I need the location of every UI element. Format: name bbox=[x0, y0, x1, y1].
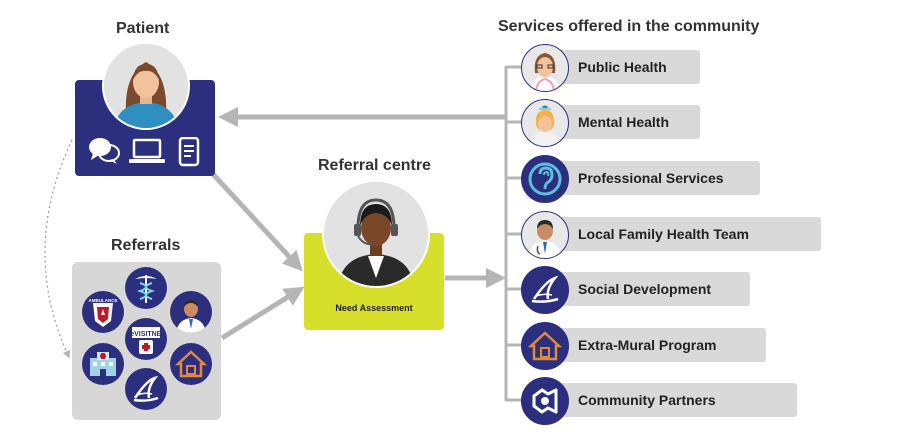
hospital-icon bbox=[82, 343, 124, 385]
service-label-local-family-health-team: Local Family Health Team bbox=[578, 226, 749, 242]
referral-agent-avatar bbox=[322, 180, 430, 288]
service-label-mental-health: Mental Health bbox=[578, 114, 670, 130]
mobile-icon bbox=[178, 136, 200, 172]
arrow-referrals-to-referral bbox=[220, 286, 305, 341]
service-pill-local-family-health-team bbox=[548, 217, 821, 251]
service-label-community-partners: Community Partners bbox=[578, 392, 716, 408]
laptop-icon bbox=[128, 138, 166, 171]
doctor-referral-icon bbox=[170, 291, 212, 333]
services-title: Services offered in the community bbox=[498, 18, 760, 35]
evisit-label: eVISITNB bbox=[130, 331, 162, 338]
ambulance-label: AMBULANCE bbox=[89, 298, 118, 303]
referrals-title: Referrals bbox=[111, 237, 181, 254]
service-label-public-health: Public Health bbox=[578, 59, 667, 75]
ambulance-icon: AMBULANCE bbox=[82, 291, 124, 333]
service-pill-extra-mural-program bbox=[548, 328, 766, 362]
service-pill-professional-services bbox=[548, 161, 760, 195]
patient-avatar bbox=[102, 42, 190, 130]
services-ticks bbox=[506, 65, 522, 402]
chat-icon bbox=[88, 136, 120, 171]
service-pill-mental-health bbox=[548, 105, 700, 139]
service-label-professional-services: Professional Services bbox=[578, 170, 724, 186]
house-referral-icon bbox=[170, 343, 212, 385]
home-icon bbox=[521, 322, 569, 370]
doctor-icon bbox=[521, 211, 569, 259]
referral-centre-title: Referral centre bbox=[318, 157, 431, 174]
wave-referral-icon bbox=[125, 368, 167, 410]
nurse-icon bbox=[521, 44, 569, 92]
hand-wave-icon bbox=[521, 266, 569, 314]
evisit-icon: eVISITNB bbox=[125, 318, 167, 360]
need-assessment-label: Need Assessment bbox=[335, 303, 413, 313]
caduceus-icon bbox=[125, 267, 167, 309]
service-pill-social-development bbox=[548, 272, 750, 306]
ear-icon bbox=[521, 155, 569, 203]
dotted-patient-to-referrals bbox=[44, 139, 73, 359]
service-label-extra-mural-program: Extra-Mural Program bbox=[578, 337, 717, 353]
mental-health-icon bbox=[521, 99, 569, 147]
service-label-social-development: Social Development bbox=[578, 281, 712, 297]
service-pill-public-health bbox=[548, 50, 700, 84]
arrow-patient-to-referral bbox=[210, 171, 303, 272]
patient-title: Patient bbox=[116, 20, 170, 37]
partners-icon bbox=[521, 377, 569, 425]
service-pill-community-partners bbox=[548, 383, 797, 417]
